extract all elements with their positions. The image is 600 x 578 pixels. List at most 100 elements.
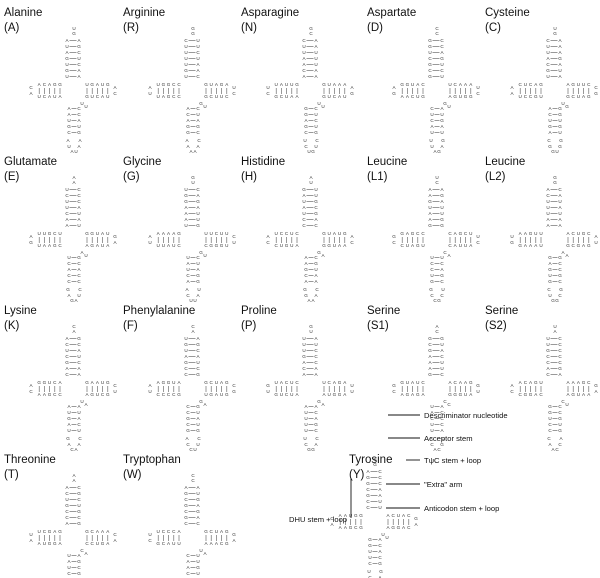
nucleotide: A xyxy=(440,50,444,55)
nucleotide: C xyxy=(196,130,200,135)
nucleotide: C xyxy=(184,509,188,514)
nucleotide: A xyxy=(186,106,190,111)
label-extra-arm: "Extra" arm xyxy=(424,480,462,489)
nucleotide: A xyxy=(440,124,444,129)
nucleotide: C xyxy=(162,392,166,397)
nucleotide: A xyxy=(84,551,88,556)
nucleotide: C xyxy=(58,243,62,248)
nucleotide: C xyxy=(421,82,425,87)
nucleotide: A xyxy=(65,521,69,526)
nucleotide: C xyxy=(172,392,176,397)
panel-code: (F) xyxy=(123,320,138,332)
nucleotide: C xyxy=(529,94,533,99)
nucleotide: U xyxy=(196,38,199,43)
nucleotide: G xyxy=(428,372,432,377)
nucleotide: G xyxy=(379,569,383,574)
nucleotide: G xyxy=(406,82,410,87)
nucleotide: A xyxy=(67,267,71,272)
nucleotide: A xyxy=(101,529,105,534)
nucleotide: G xyxy=(510,240,514,245)
nucleotide: A xyxy=(77,217,81,222)
nucleotide: C xyxy=(378,475,382,480)
nucleotide: U xyxy=(280,392,283,397)
nucleotide: U xyxy=(172,541,175,546)
nucleotide: U xyxy=(328,392,331,397)
nucleotide: C xyxy=(70,447,74,452)
nucleotide: A xyxy=(43,243,47,248)
nucleotide: A xyxy=(519,231,523,236)
nucleotide: A xyxy=(546,223,550,228)
nucleotide: A xyxy=(70,149,74,154)
nucleotide: G xyxy=(553,175,557,180)
nucleotide: G xyxy=(378,561,382,566)
nucleotide: G xyxy=(333,392,337,397)
nucleotide: C xyxy=(266,91,270,96)
nucleotide: C xyxy=(295,231,299,236)
nucleotide: C xyxy=(558,404,562,409)
nucleotide: U xyxy=(546,336,549,341)
nucleotide: U xyxy=(469,231,472,236)
nucleotide: G xyxy=(311,149,315,154)
nucleotide: G xyxy=(304,112,308,117)
nucleotide: C xyxy=(65,515,69,520)
nucleotide: G xyxy=(548,267,552,272)
nucleotide: U xyxy=(84,104,87,109)
nucleotide: A xyxy=(72,180,76,185)
nucleotide: U xyxy=(196,217,199,222)
nucleotide: C xyxy=(547,287,551,292)
nucleotide: G xyxy=(196,223,200,228)
nucleotide: A xyxy=(186,565,190,570)
nucleotide: U xyxy=(302,211,305,216)
nucleotide: G xyxy=(85,380,89,385)
nucleotide: C xyxy=(85,541,89,546)
nucleotide: G xyxy=(295,82,299,87)
nucleotide: G xyxy=(411,231,415,236)
nucleotide: A xyxy=(435,324,439,329)
nucleotide: U xyxy=(48,380,51,385)
nucleotide: C xyxy=(440,38,444,43)
nucleotide: C xyxy=(53,380,57,385)
nucleotide: C xyxy=(443,250,447,255)
nucleotide: U xyxy=(534,231,537,236)
nucleotide: A xyxy=(433,447,437,452)
nucleotide: C xyxy=(77,497,81,502)
nucleotide: A xyxy=(558,44,562,49)
nucleotide: G xyxy=(558,124,562,129)
nucleotide: A xyxy=(350,234,354,239)
nucleotide: U xyxy=(448,82,451,87)
nucleotide: A xyxy=(29,91,33,96)
nucleotide: U xyxy=(546,50,549,55)
nucleotide: A xyxy=(302,372,306,377)
nucleotide: A xyxy=(314,366,318,371)
nucleotide: C xyxy=(314,255,318,260)
nucleotide: G xyxy=(559,138,563,143)
nucleotide: A xyxy=(113,240,117,245)
nucleotide: U xyxy=(314,342,317,347)
nucleotide: G xyxy=(464,94,468,99)
nucleotide: A xyxy=(469,243,473,248)
nucleotide: A xyxy=(339,513,343,518)
nucleotide: C xyxy=(314,410,318,415)
nucleotide: A xyxy=(401,94,405,99)
nucleotide: U xyxy=(430,422,433,427)
nucleotide: G xyxy=(184,515,188,520)
nucleotide: C xyxy=(421,380,425,385)
nucleotide: A xyxy=(29,383,33,388)
nucleotide: U xyxy=(302,342,305,347)
nucleotide: G xyxy=(186,130,190,135)
nucleotide: G xyxy=(594,91,598,96)
nucleotide: C xyxy=(186,571,190,576)
nucleotide: U xyxy=(429,138,432,143)
panel-code: (K) xyxy=(4,320,20,332)
nucleotide: U xyxy=(280,243,283,248)
nucleotide: G xyxy=(350,91,354,96)
nucleotide: C xyxy=(77,106,81,111)
nucleotide: U xyxy=(430,255,433,260)
nucleotide: U xyxy=(459,243,462,248)
nucleotide: C xyxy=(113,532,117,537)
nucleotide: U xyxy=(539,380,542,385)
nucleotide: C xyxy=(78,287,82,292)
nucleotide: C xyxy=(378,543,382,548)
